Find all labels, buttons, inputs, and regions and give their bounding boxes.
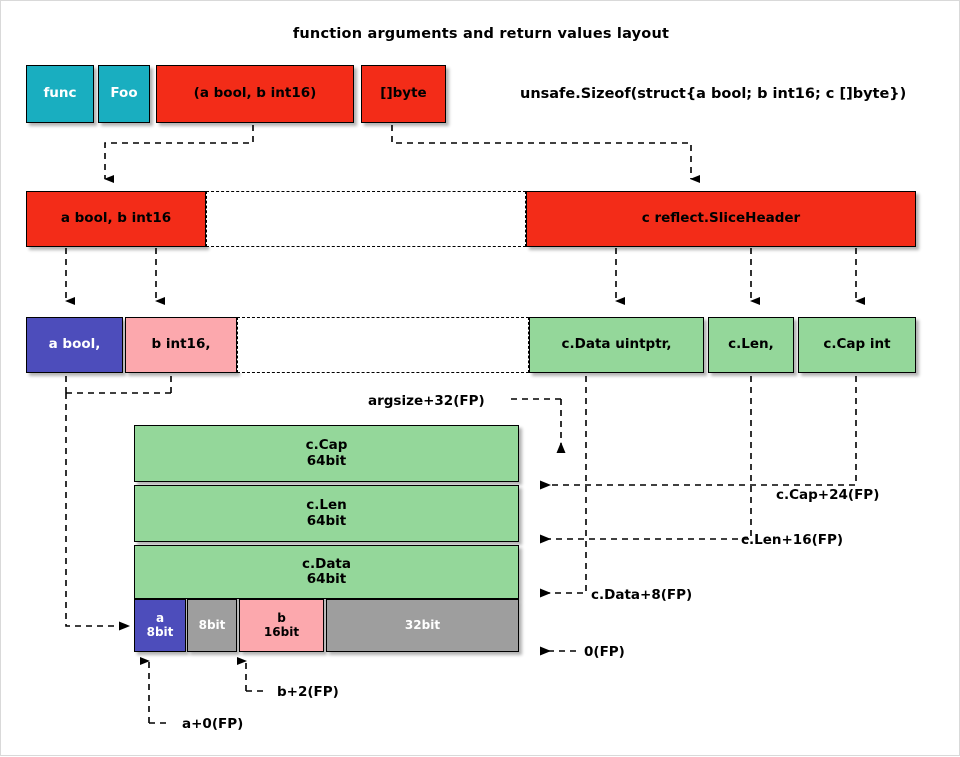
offset-zero-label: 0(FP) bbox=[584, 644, 625, 660]
offset-len16-label: c.Len+16(FP) bbox=[741, 532, 844, 548]
sizeof-note: unsafe.Sizeof(struct{a bool; b int16; c … bbox=[520, 86, 907, 102]
stack-slot-data[interactable]: c.Data 64bit bbox=[134, 545, 519, 599]
stack-byte-pad2-size: 32bit bbox=[404, 617, 441, 632]
page-title: function arguments and return values lay… bbox=[292, 26, 670, 42]
stack-slot-data-name: c.Data bbox=[301, 555, 351, 572]
offset-argsize32-label: argsize+32(FP) bbox=[368, 393, 485, 409]
group-args[interactable]: a bool, b int16 bbox=[26, 191, 206, 247]
stack-byte-a-name: a bbox=[155, 611, 165, 626]
field-gap bbox=[237, 317, 529, 373]
stack-byte-pad1[interactable]: 8bit bbox=[187, 599, 237, 652]
stack-byte-b-name: b bbox=[277, 611, 286, 626]
stack-byte-b-size: 16bit bbox=[263, 624, 300, 639]
signature-func-name[interactable]: Foo bbox=[98, 65, 150, 123]
stack-slot-len-size: 64bit bbox=[306, 512, 347, 529]
stack-slot-len-name: c.Len bbox=[306, 497, 347, 514]
stack-byte-pad1-size: 8bit bbox=[198, 617, 226, 632]
stack-byte-a-size: 8bit bbox=[146, 624, 174, 639]
group-gap bbox=[206, 191, 526, 247]
offset-a0-label: a+0(FP) bbox=[182, 716, 244, 732]
signature-results[interactable]: []byte bbox=[361, 65, 446, 123]
group-slice-header[interactable]: c reflect.SliceHeader bbox=[526, 191, 916, 247]
offset-cap24-label: c.Cap+24(FP) bbox=[776, 487, 880, 503]
stack-slot-cap-size: 64bit bbox=[306, 452, 347, 469]
stack-slot-cap[interactable]: c.Cap 64bit bbox=[134, 425, 519, 482]
field-b-int16[interactable]: b int16, bbox=[125, 317, 237, 373]
stack-slot-cap-name: c.Cap bbox=[305, 437, 348, 454]
offset-data8-label: c.Data+8(FP) bbox=[591, 587, 693, 603]
offset-b2-label: b+2(FP) bbox=[277, 684, 339, 700]
stack-byte-pad2[interactable]: 32bit bbox=[326, 599, 519, 652]
stack-slot-len[interactable]: c.Len 64bit bbox=[134, 485, 519, 542]
stack-slot-data-size: 64bit bbox=[306, 571, 347, 587]
signature-func-keyword[interactable]: func bbox=[26, 65, 94, 123]
field-c-cap[interactable]: c.Cap int bbox=[798, 317, 916, 373]
field-c-len[interactable]: c.Len, bbox=[708, 317, 794, 373]
stack-byte-a[interactable]: a 8bit bbox=[134, 599, 186, 652]
stack-byte-b[interactable]: b 16bit bbox=[239, 599, 324, 652]
signature-params[interactable]: (a bool, b int16) bbox=[156, 65, 354, 123]
field-a-bool[interactable]: a bool, bbox=[26, 317, 123, 373]
field-c-data[interactable]: c.Data uintptr, bbox=[529, 317, 704, 373]
